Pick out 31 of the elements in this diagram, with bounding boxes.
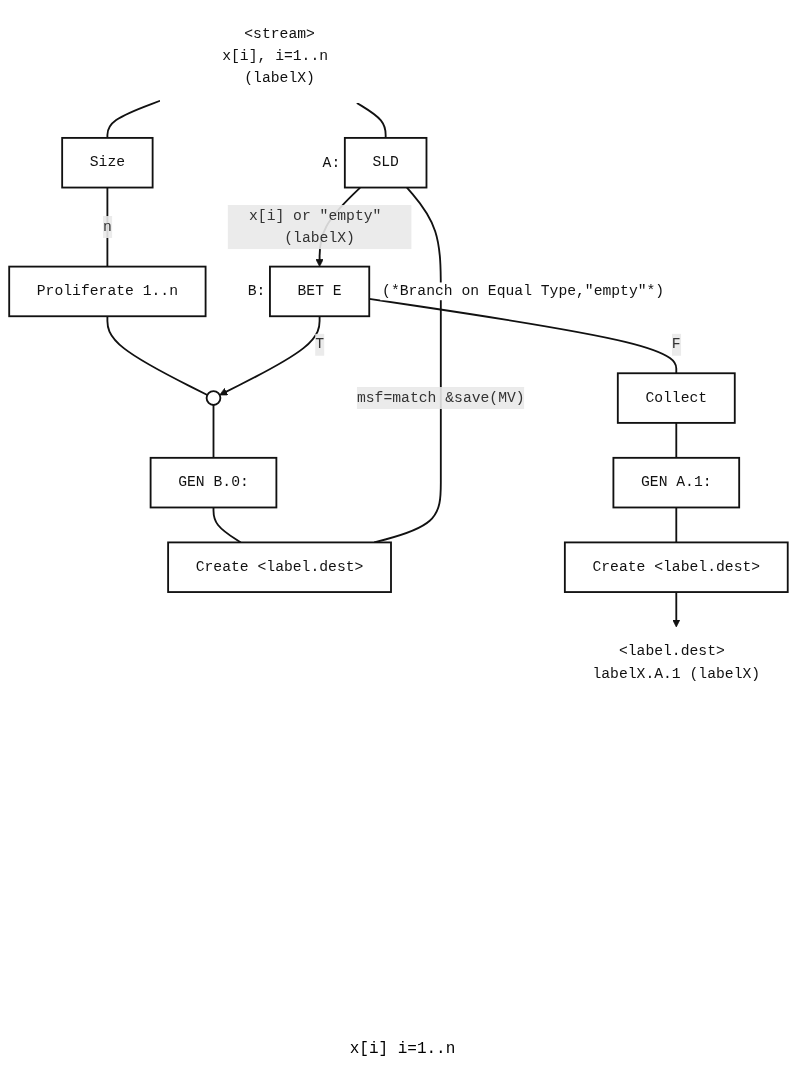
- node-tag: A:: [322, 154, 341, 171]
- connector: [106, 315, 209, 396]
- connector: [675, 506, 678, 544]
- connector: [106, 99, 161, 139]
- node-box: SLD: [343, 137, 428, 189]
- node-box: Create <label.dest>: [167, 541, 392, 593]
- node-box: Collect: [616, 372, 736, 424]
- edge-label: n: [102, 218, 112, 236]
- edge-label: x[i] or "empty" (labelX): [248, 207, 382, 247]
- node-text: <label.dest> labelX.A.1 (labelX): [592, 643, 761, 683]
- node-circle: [205, 390, 222, 406]
- arrow: [219, 315, 321, 396]
- connector: [212, 506, 242, 544]
- edge-label: T: [315, 336, 325, 354]
- connector: [355, 102, 387, 139]
- node-box: Size: [61, 137, 154, 189]
- node-box: BET E: [269, 265, 371, 318]
- node-tag: B:: [247, 283, 266, 300]
- edge-label: msf=match &save(MV): [356, 389, 525, 407]
- note-text: x[i] i=1..n: [349, 1040, 456, 1058]
- node-text: <stream> x[i], i=1..n (labelX): [222, 25, 329, 87]
- connector: [212, 404, 215, 459]
- node-box: Proliferate 1..n: [8, 265, 207, 318]
- node-box: GEN B.0:: [149, 456, 278, 509]
- node-box: Create <label.dest>: [563, 541, 789, 593]
- connector: [675, 421, 678, 459]
- arrow: [672, 591, 681, 628]
- note-text: (*Branch on Equal Type,"empty"*): [382, 283, 665, 300]
- edge-label: F: [671, 336, 681, 354]
- node-box: GEN A.1:: [612, 456, 741, 509]
- connector: [106, 186, 109, 268]
